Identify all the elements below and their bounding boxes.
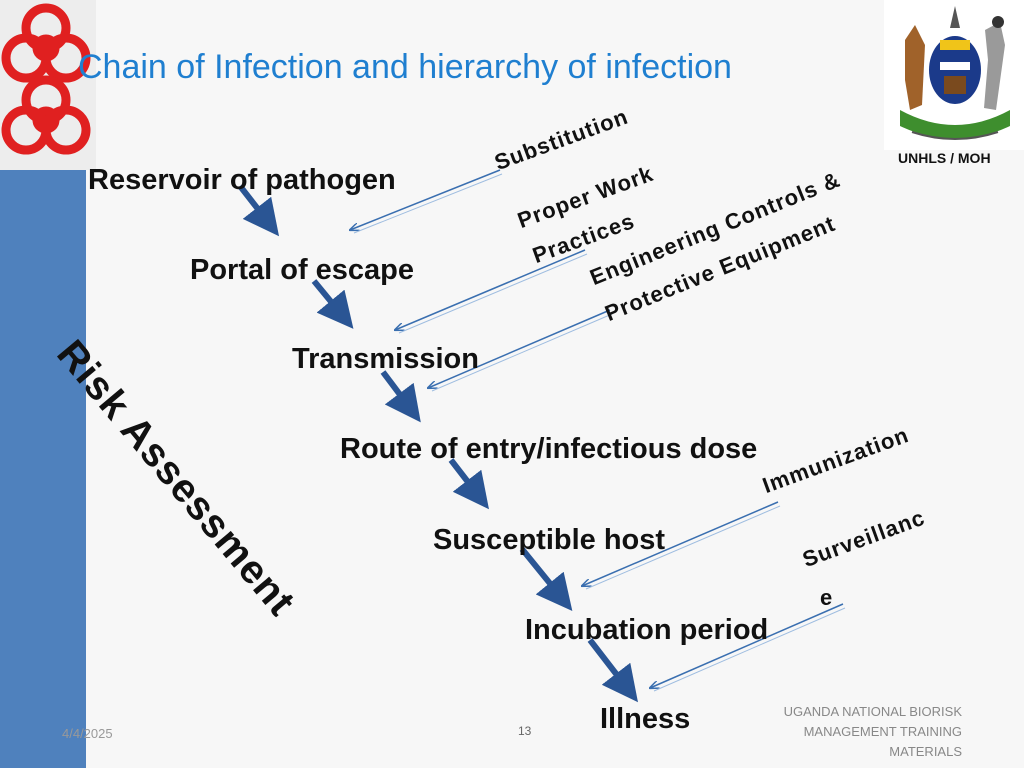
footer-date: 4/4/2025 — [62, 726, 113, 741]
coat-of-arms-logo — [884, 0, 1024, 150]
chain-step-portal-of-escape: Portal of escape — [190, 254, 415, 286]
chain-step-susceptible-host: Susceptible host — [433, 524, 666, 556]
chain-arrow-6 — [587, 638, 638, 703]
chain-step-transmission: Transmission — [292, 343, 479, 375]
control-arrow-engineering — [428, 309, 611, 388]
footer-org: UGANDA NATIONAL BIORISK MANAGEMENT TRAIN… — [783, 704, 962, 759]
chain-step-route-of-entry: Route of entry/infectious dose — [340, 433, 758, 465]
control-arrow-substitution — [350, 169, 501, 230]
chain-arrow-2 — [311, 279, 354, 329]
chain-arrow-5 — [519, 547, 573, 611]
chain-arrow-1 — [237, 184, 280, 237]
chain-arrow-3 — [380, 370, 421, 423]
chain-arrow-4 — [448, 458, 489, 510]
footer-page-number: 13 — [518, 724, 532, 738]
left-band — [0, 170, 86, 768]
control-arrow-surveillance — [650, 603, 844, 688]
chain-step-illness: Illness — [600, 703, 691, 735]
chain-step-reservoir: Reservoir of pathogen — [88, 164, 396, 196]
chain-step-incubation-period: Incubation period — [525, 614, 769, 646]
biohazard-icon — [1, 3, 91, 155]
control-surveillance-line2: e — [820, 585, 834, 610]
slide-title: Chain of Infection and hierarchy of infe… — [78, 48, 732, 86]
control-arrow-work-practices — [395, 249, 586, 330]
control-arrow-immunization — [582, 501, 779, 586]
org-label: UNHLS / MOH — [898, 150, 991, 166]
